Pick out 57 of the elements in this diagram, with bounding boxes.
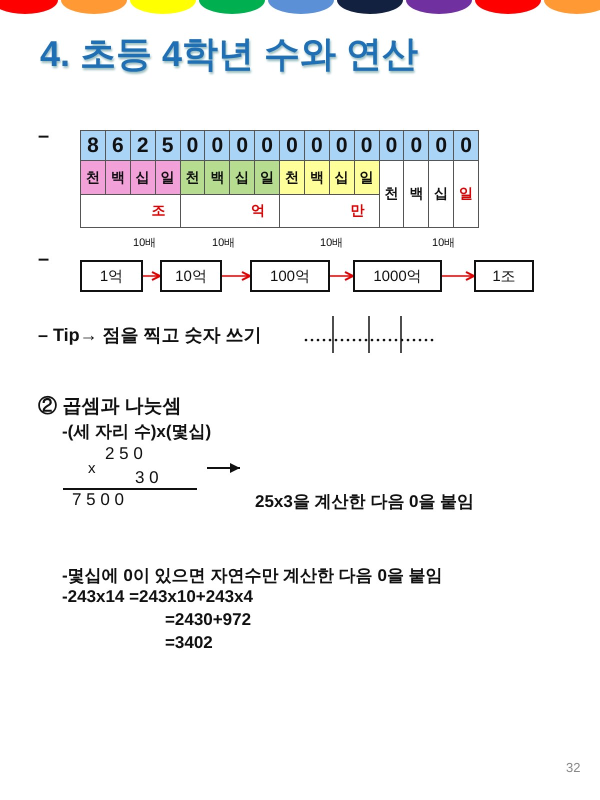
number-box: 1억 xyxy=(80,260,143,292)
table-cell: 0 xyxy=(229,130,256,161)
table-cell: 일 xyxy=(354,160,380,195)
table-cell: 0 xyxy=(304,130,330,161)
table-cell: 5 xyxy=(154,130,180,161)
table-cell: 0 xyxy=(354,130,380,161)
text: 25x3을 계산한 다음 0을 붙임 xyxy=(255,491,474,513)
table-cell: 일 xyxy=(453,160,479,228)
number: 7 5 0 0 xyxy=(72,490,124,510)
table-cell: 0 xyxy=(403,130,430,161)
arrow xyxy=(330,271,354,281)
table-cell: 백 xyxy=(204,160,230,195)
table-cell: 백 xyxy=(304,160,330,195)
number-box: 1000억 xyxy=(353,260,442,292)
table-cell: 조 xyxy=(80,194,180,228)
arrow xyxy=(222,271,251,281)
dash: – xyxy=(38,125,50,148)
table-cell: 0 xyxy=(428,130,454,161)
table-cell: 일 xyxy=(254,160,280,195)
table-cell: 8 xyxy=(80,130,106,161)
table-cell: 천 xyxy=(80,160,106,195)
text: -몇십에 0이 있으면 자연수만 계산한 다음 0을 붙임 xyxy=(62,565,443,587)
table-cell: 십 xyxy=(328,160,355,195)
number-box: 10억 xyxy=(160,260,222,292)
equation: -243x14 =243x10+243x4 xyxy=(62,587,253,607)
table-cell: 0 xyxy=(453,130,479,161)
edge-label: 10배 xyxy=(212,235,236,250)
edge-label: 10배 xyxy=(320,235,344,250)
multiply-sign: x xyxy=(88,460,96,477)
page-number: 32 xyxy=(566,760,580,775)
arrow xyxy=(442,271,475,281)
number: 3 0 xyxy=(135,468,159,488)
table-cell: 일 xyxy=(154,160,180,195)
edge-label: 10배 xyxy=(432,235,456,250)
equation: =2430+972 xyxy=(165,610,252,630)
title: 4. 초등 4학년 수와 연산 xyxy=(40,32,418,76)
text: -(세 자리 수)x(몇십) xyxy=(62,421,212,443)
edge-label: 10배 xyxy=(133,235,156,250)
tip-text: – Tip→ 점을 찍고 숫자 쓰기 xyxy=(38,324,262,347)
table-cell: 백 xyxy=(104,160,131,195)
table-cell: 0 xyxy=(204,130,230,161)
table-cell: 6 xyxy=(104,130,131,161)
table-cell: 십 xyxy=(229,160,256,195)
table-cell: 십 xyxy=(130,160,156,195)
table-cell: 0 xyxy=(254,130,280,161)
section-heading: ② 곱셈과 나눗셈 xyxy=(38,395,182,419)
table-cell: 천 xyxy=(279,160,305,195)
arrow xyxy=(143,271,161,281)
table-cell: 0 xyxy=(279,130,305,161)
table-cell: 0 xyxy=(328,130,355,161)
number-box: 100억 xyxy=(250,260,330,292)
table-cell: 천 xyxy=(180,160,206,195)
equation: =3402 xyxy=(165,633,213,653)
number-box: 1조 xyxy=(474,260,534,292)
dash: – xyxy=(38,248,50,271)
number: 2 5 0 xyxy=(105,444,143,464)
table-cell: 2 xyxy=(130,130,156,161)
